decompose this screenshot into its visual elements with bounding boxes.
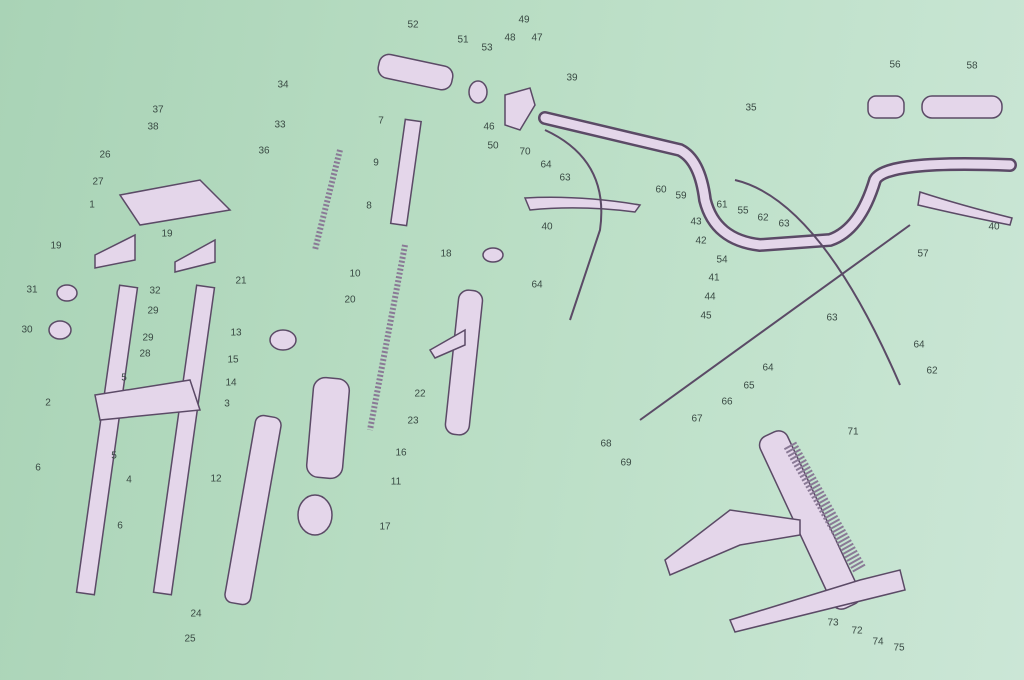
part-number-label: 1 <box>89 199 95 211</box>
part-number-label: 19 <box>50 240 62 252</box>
part-number-label: 56 <box>889 59 901 71</box>
part-number-label: 70 <box>519 146 531 158</box>
part-number-label: 64 <box>913 339 925 351</box>
cable <box>734 179 901 386</box>
part-number-label: 38 <box>147 121 159 133</box>
part-number-label: 50 <box>487 140 499 152</box>
upper-bracket <box>118 179 232 226</box>
part-number-label: 11 <box>390 476 402 488</box>
part-number-label: 24 <box>190 608 202 620</box>
part-number-label: 37 <box>152 104 164 116</box>
part-number-label: 15 <box>227 354 239 366</box>
part-number-label: 3 <box>224 398 230 410</box>
part-number-label: 49 <box>518 14 530 26</box>
part-number-label: 59 <box>675 190 687 202</box>
part-number-label: 20 <box>344 294 356 306</box>
part-number-label: 74 <box>872 636 884 648</box>
fork-tubes <box>75 118 484 606</box>
grips <box>377 53 1003 119</box>
cable <box>544 129 603 321</box>
part-number-label: 4 <box>126 474 132 486</box>
part-number-label: 6 <box>117 520 123 532</box>
part-number-label: 63 <box>778 218 790 230</box>
part-number-label: 22 <box>414 388 426 400</box>
part-number-label: 67 <box>691 413 703 425</box>
part-number-label: 69 <box>620 457 632 469</box>
part-number-label: 8 <box>366 200 372 212</box>
cable <box>639 224 911 421</box>
part-number-label: 61 <box>716 199 728 211</box>
part-number-label: 44 <box>704 291 716 303</box>
part-number-label: 29 <box>147 305 159 317</box>
part-number-label: 71 <box>847 426 859 438</box>
clutch-lever <box>523 196 642 213</box>
part-number-label: 5 <box>121 372 127 384</box>
part-number-label: 31 <box>26 284 38 296</box>
part-number-label: 13 <box>230 327 242 339</box>
part-number-label: 60 <box>655 184 667 196</box>
part-number-label: 48 <box>504 32 516 44</box>
part-number-label: 51 <box>457 34 469 46</box>
part-number-label: 62 <box>757 212 769 224</box>
bracket <box>664 509 801 577</box>
part-number-label: 25 <box>184 633 196 645</box>
part-number-label: 27 <box>92 176 104 188</box>
part-number-label: 30 <box>21 324 33 336</box>
part-number-label: 63 <box>826 312 838 324</box>
part-number-label: 43 <box>690 216 702 228</box>
part-number-label: 46 <box>483 121 495 133</box>
part-number-label: 9 <box>373 157 379 169</box>
part-number-label: 26 <box>99 149 111 161</box>
part-number-label: 65 <box>743 380 755 392</box>
bracket <box>728 569 906 633</box>
part-number-label: 75 <box>893 642 905 654</box>
part-number-label: 64 <box>531 279 543 291</box>
part-number-label: 68 <box>600 438 612 450</box>
part-number-label: 17 <box>379 521 391 533</box>
part-number-label: 34 <box>277 79 289 91</box>
lower-bracket <box>94 379 202 421</box>
fork-gaiter <box>305 376 351 480</box>
part-number-label: 39 <box>566 72 578 84</box>
part-number-label: 7 <box>378 115 384 127</box>
part-number-label: 45 <box>700 310 712 322</box>
part-number-label: 29 <box>142 332 154 344</box>
part-number-label: 10 <box>349 268 361 280</box>
brake-lever <box>917 191 1013 226</box>
part-number-label: 5 <box>111 450 117 462</box>
part-number-label: 14 <box>225 377 237 389</box>
part-number-label: 21 <box>235 275 247 287</box>
part-number-label: 19 <box>161 228 173 240</box>
part-number-label: 40 <box>988 221 1000 233</box>
part-number-label: 36 <box>258 145 270 157</box>
part-number-label: 64 <box>540 159 552 171</box>
part-number-label: 33 <box>274 119 286 131</box>
part-number-label: 23 <box>407 415 419 427</box>
part-number-label: 73 <box>827 617 839 629</box>
part-number-label: 55 <box>737 205 749 217</box>
part-number-label: 42 <box>695 235 707 247</box>
part-number-label: 28 <box>139 348 151 360</box>
part-number-label: 64 <box>762 362 774 374</box>
part-number-label: 52 <box>407 19 419 31</box>
part-number-label: 40 <box>541 221 553 233</box>
part-number-label: 63 <box>559 172 571 184</box>
part-number-label: 66 <box>721 396 733 408</box>
part-number-label: 16 <box>395 447 407 459</box>
part-number-label: 12 <box>210 473 222 485</box>
part-number-label: 41 <box>708 272 720 284</box>
part-number-label: 32 <box>149 285 161 297</box>
handlebar <box>538 111 1017 253</box>
part-number-label: 35 <box>745 102 757 114</box>
part-number-label: 58 <box>966 60 978 72</box>
part-number-label: 18 <box>440 248 452 260</box>
part-number-label: 62 <box>926 365 938 377</box>
part-number-label: 47 <box>531 32 543 44</box>
part-number-label: 53 <box>481 42 493 54</box>
part-number-label: 72 <box>851 625 863 637</box>
part-number-label: 57 <box>917 248 929 260</box>
part-number-label: 2 <box>45 397 51 409</box>
part-number-label: 6 <box>35 462 41 474</box>
part-number-label: 54 <box>716 254 728 266</box>
